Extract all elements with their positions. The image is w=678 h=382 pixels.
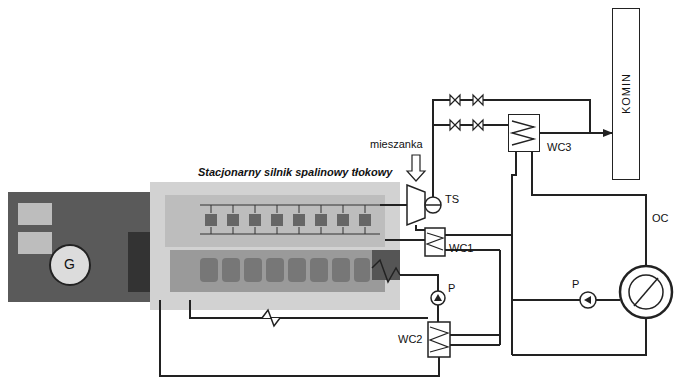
water-pipe [160, 300, 439, 376]
pump-arrow [584, 296, 591, 304]
cooler-fan [629, 275, 663, 309]
exchanger-coil [430, 327, 448, 352]
water-pipe [450, 335, 500, 345]
inlet-arrow [407, 155, 425, 181]
engine-head [165, 195, 385, 247]
generator-panel [18, 203, 52, 225]
cooler [620, 266, 672, 318]
charge-pipe [380, 204, 407, 206]
pump-arrow [434, 294, 442, 301]
cylinders [205, 214, 371, 226]
exchanger-coil [427, 233, 443, 250]
part-label: P [572, 278, 579, 290]
pump [431, 291, 445, 305]
generator-panel [18, 232, 52, 254]
part-label: WC1 [449, 242, 473, 254]
chimney-label: KOMIN [620, 73, 632, 114]
engine-block [170, 250, 385, 292]
title-label: Stacjonarny silnik spalinowy tłokowy [198, 166, 392, 178]
crank-chambers [200, 258, 370, 282]
part-label: P [448, 282, 455, 294]
part-label: OC [652, 212, 669, 224]
valves [450, 95, 483, 130]
pump [580, 292, 596, 308]
part-label: TS [445, 193, 459, 205]
part-label: WC3 [547, 141, 571, 153]
generator-letter: G [64, 257, 75, 272]
exhaust-pipe [433, 124, 508, 126]
coil-symbol [262, 310, 280, 326]
exhaust-connector [540, 132, 612, 134]
cooler-fan [634, 278, 658, 306]
part-label: WC2 [398, 333, 422, 345]
generator-symbol [50, 245, 90, 285]
engine-body [150, 182, 400, 310]
medium-label: mieszanka [370, 138, 423, 150]
water-pipe [512, 300, 646, 355]
water-main [500, 152, 516, 355]
compressor [407, 185, 425, 225]
turbine [425, 197, 441, 213]
jacket-coil [372, 260, 400, 282]
heat-exchanger [428, 322, 450, 357]
heat-exchanger-box: WC3 [508, 114, 540, 152]
heat-exchanger [425, 228, 445, 256]
manifolds [200, 205, 380, 234]
exchanger-coil [509, 115, 538, 150]
chimney-box: KOMIN [612, 8, 640, 180]
charge-pipe [385, 225, 425, 240]
shaft [425, 204, 441, 206]
water-pipe [190, 300, 428, 318]
